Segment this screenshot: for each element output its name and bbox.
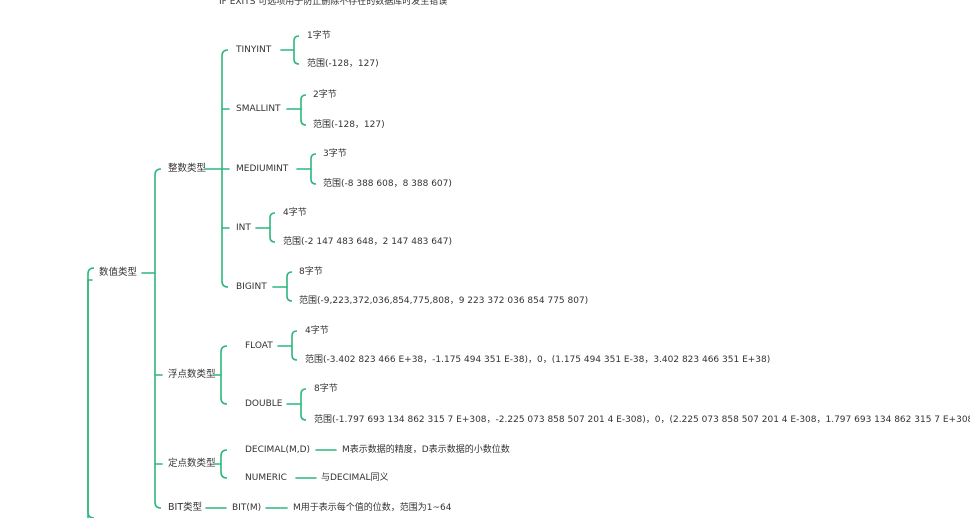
float-types-spine <box>220 345 228 405</box>
type-numeric: NUMERIC <box>245 473 287 483</box>
top-note-text: IF EXITS 可选项用于防止删除不存在的数据库时发生错误 <box>219 0 448 7</box>
detail-tinyint-size: 1字节 <box>307 31 331 41</box>
type-bigint: BIGINT <box>236 282 267 292</box>
type-smallint: SMALLINT <box>236 104 281 114</box>
detail-double-size: 8字节 <box>314 384 338 394</box>
detail-float-range: 范围(-3.402 823 466 E+38，-1.175 494 351 E-… <box>305 355 771 365</box>
category-spine <box>154 168 162 509</box>
detail-smallint-range: 范围(-128，127) <box>313 120 385 130</box>
category-bit-type: BIT类型 <box>168 502 203 513</box>
detail-numeric-description: 与DECIMAL同义 <box>321 473 389 483</box>
type-decimal: DECIMAL(M,D) <box>245 445 311 455</box>
detail-int-size: 4字节 <box>283 208 307 218</box>
category-integer-types: 整数类型 <box>168 163 207 174</box>
type-bit: BIT(M) <box>232 503 262 513</box>
detail-smallint-size: 2字节 <box>313 90 337 100</box>
double-details-spine <box>300 388 307 421</box>
bigint-details-spine <box>286 271 293 302</box>
tinyint-details-spine <box>293 35 300 65</box>
fixed-types-spine <box>220 449 228 479</box>
detail-bit-description: M用于表示每个值的位数，范围为1~64 <box>293 503 452 513</box>
detail-tinyint-range: 范围(-128，127) <box>307 59 379 69</box>
int-details-spine <box>269 212 276 243</box>
detail-mediumint-range: 范围(-8 388 608，8 388 607) <box>323 179 452 189</box>
detail-double-range: 范围(-1.797 693 134 862 315 7 E+308，-2.225… <box>314 415 970 425</box>
root-node-numeric-types: 数值类型 <box>99 267 138 278</box>
category-fixed-point-types: 定点数类型 <box>168 458 216 469</box>
float-details-spine <box>291 330 298 361</box>
type-int: INT <box>236 223 251 233</box>
detail-bigint-size: 8字节 <box>299 267 323 277</box>
type-float: FLOAT <box>245 341 273 351</box>
detail-decimal-description: M表示数据的精度，D表示数据的小数位数 <box>342 445 510 455</box>
type-tinyint: TINYINT <box>236 45 272 55</box>
detail-int-range: 范围(-2 147 483 648，2 147 483 647) <box>283 237 452 247</box>
smallint-details-spine <box>300 94 307 126</box>
detail-mediumint-size: 3字节 <box>323 149 347 159</box>
mediumint-details-spine <box>310 153 317 185</box>
detail-bigint-range: 范围(-9,223,372,036,854,775,808，9 223 372 … <box>299 296 589 306</box>
root-left-spine <box>87 267 95 518</box>
type-double: DOUBLE <box>245 399 283 409</box>
detail-float-size: 4字节 <box>305 326 329 336</box>
type-mediumint: MEDIUMINT <box>236 164 289 174</box>
category-float-types: 浮点数类型 <box>168 369 216 380</box>
